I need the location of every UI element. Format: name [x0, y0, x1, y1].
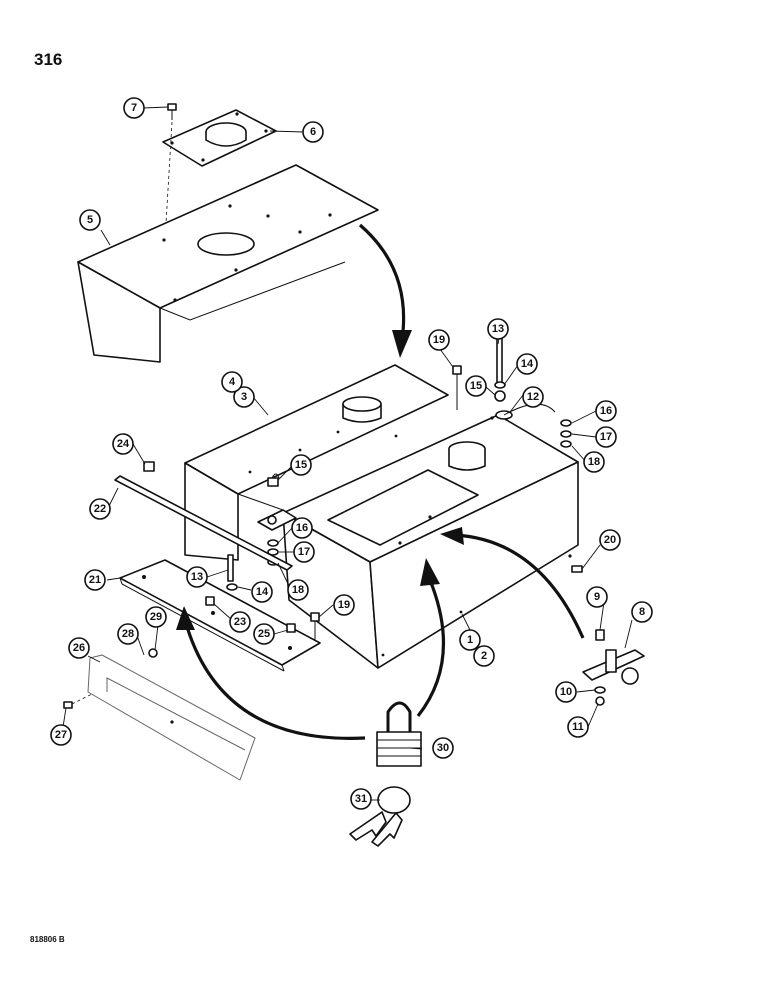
callout-19: 19 [333, 594, 355, 616]
svg-text:31: 31 [355, 793, 367, 805]
callout-17: 17 [595, 426, 617, 448]
callout-24: 24 [112, 433, 134, 455]
callout-13: 13 [487, 318, 509, 340]
svg-text:9: 9 [594, 591, 600, 603]
svg-text:28: 28 [122, 628, 134, 640]
callout-14: 14 [251, 581, 273, 603]
svg-text:2: 2 [481, 650, 487, 662]
svg-text:22: 22 [94, 503, 106, 515]
svg-text:26: 26 [73, 642, 85, 654]
callout-15: 15 [290, 454, 312, 476]
svg-text:1: 1 [467, 634, 473, 646]
callout-14: 14 [516, 353, 538, 375]
svg-text:27: 27 [55, 729, 67, 741]
figure-code: 818806 B [30, 935, 65, 944]
callout-17: 17 [293, 541, 315, 563]
svg-text:23: 23 [234, 616, 246, 628]
svg-text:14: 14 [521, 358, 534, 370]
svg-text:19: 19 [433, 334, 445, 346]
svg-text:29: 29 [150, 611, 162, 623]
svg-text:15: 15 [295, 459, 307, 471]
svg-text:21: 21 [89, 574, 101, 586]
svg-text:13: 13 [492, 323, 504, 335]
svg-text:13: 13 [191, 571, 203, 583]
callout-11: 11 [567, 716, 589, 738]
callout-21: 21 [84, 569, 106, 591]
callout-28: 28 [117, 623, 139, 645]
callout-12: 12 [522, 386, 544, 408]
svg-text:10: 10 [560, 686, 572, 698]
svg-text:25: 25 [258, 628, 270, 640]
callout-23: 23 [229, 611, 251, 633]
callout-18: 18 [287, 579, 309, 601]
svg-text:14: 14 [256, 586, 269, 598]
callout-31: 31 [350, 788, 372, 810]
callout-22: 22 [89, 498, 111, 520]
callout-3: 3 [233, 386, 255, 408]
svg-text:12: 12 [527, 391, 539, 403]
svg-text:24: 24 [117, 438, 130, 450]
callout-30: 30 [432, 737, 454, 759]
callout-6: 6 [302, 121, 324, 143]
callout-7: 7 [123, 97, 145, 119]
keys-part-31 [349, 786, 411, 847]
callout-10: 10 [555, 681, 577, 703]
callout-2: 2 [473, 645, 495, 667]
svg-text:7: 7 [131, 102, 137, 114]
top-shield-part-5 [77, 164, 379, 363]
svg-text:19: 19 [338, 599, 350, 611]
svg-text:18: 18 [588, 456, 600, 468]
filler-plate-part-6 [162, 109, 277, 167]
svg-text:5: 5 [87, 214, 93, 226]
callout-1: 1 [459, 629, 481, 651]
svg-text:6: 6 [310, 126, 316, 138]
svg-text:4: 4 [229, 376, 236, 388]
callout-29: 29 [145, 606, 167, 628]
callout-8: 8 [631, 601, 653, 623]
latch-part-8 [582, 629, 645, 706]
padlock-part-30 [376, 701, 422, 767]
upper-tank-part-3-4 [184, 364, 449, 561]
callout-13: 13 [186, 566, 208, 588]
callout-16: 16 [595, 400, 617, 422]
svg-text:11: 11 [572, 721, 584, 733]
callout-18: 18 [583, 451, 605, 473]
svg-text:20: 20 [604, 534, 616, 546]
page-number: 316 [34, 50, 63, 69]
svg-text:16: 16 [600, 405, 612, 417]
svg-text:8: 8 [639, 606, 645, 618]
svg-text:3: 3 [241, 391, 247, 403]
callout-5: 5 [79, 209, 101, 231]
svg-text:18: 18 [292, 584, 304, 596]
callout-4: 4 [221, 371, 243, 393]
callout-20: 20 [599, 529, 621, 551]
svg-text:17: 17 [600, 431, 612, 443]
svg-text:30: 30 [437, 742, 449, 754]
cover-plate-part-26 [63, 648, 256, 781]
svg-text:15: 15 [470, 380, 482, 392]
lower-tank-part-1-2 [282, 414, 579, 669]
callout-26: 26 [68, 637, 90, 659]
callout-15: 15 [465, 375, 487, 397]
callout-16: 16 [291, 517, 313, 539]
svg-text:16: 16 [296, 522, 308, 534]
callout-27: 27 [50, 724, 72, 746]
callout-19: 19 [428, 329, 450, 351]
rod-part-22 [114, 461, 293, 571]
svg-text:17: 17 [298, 546, 310, 558]
callout-25: 25 [253, 623, 275, 645]
callout-9: 9 [586, 586, 608, 608]
right-fasteners [452, 332, 583, 573]
